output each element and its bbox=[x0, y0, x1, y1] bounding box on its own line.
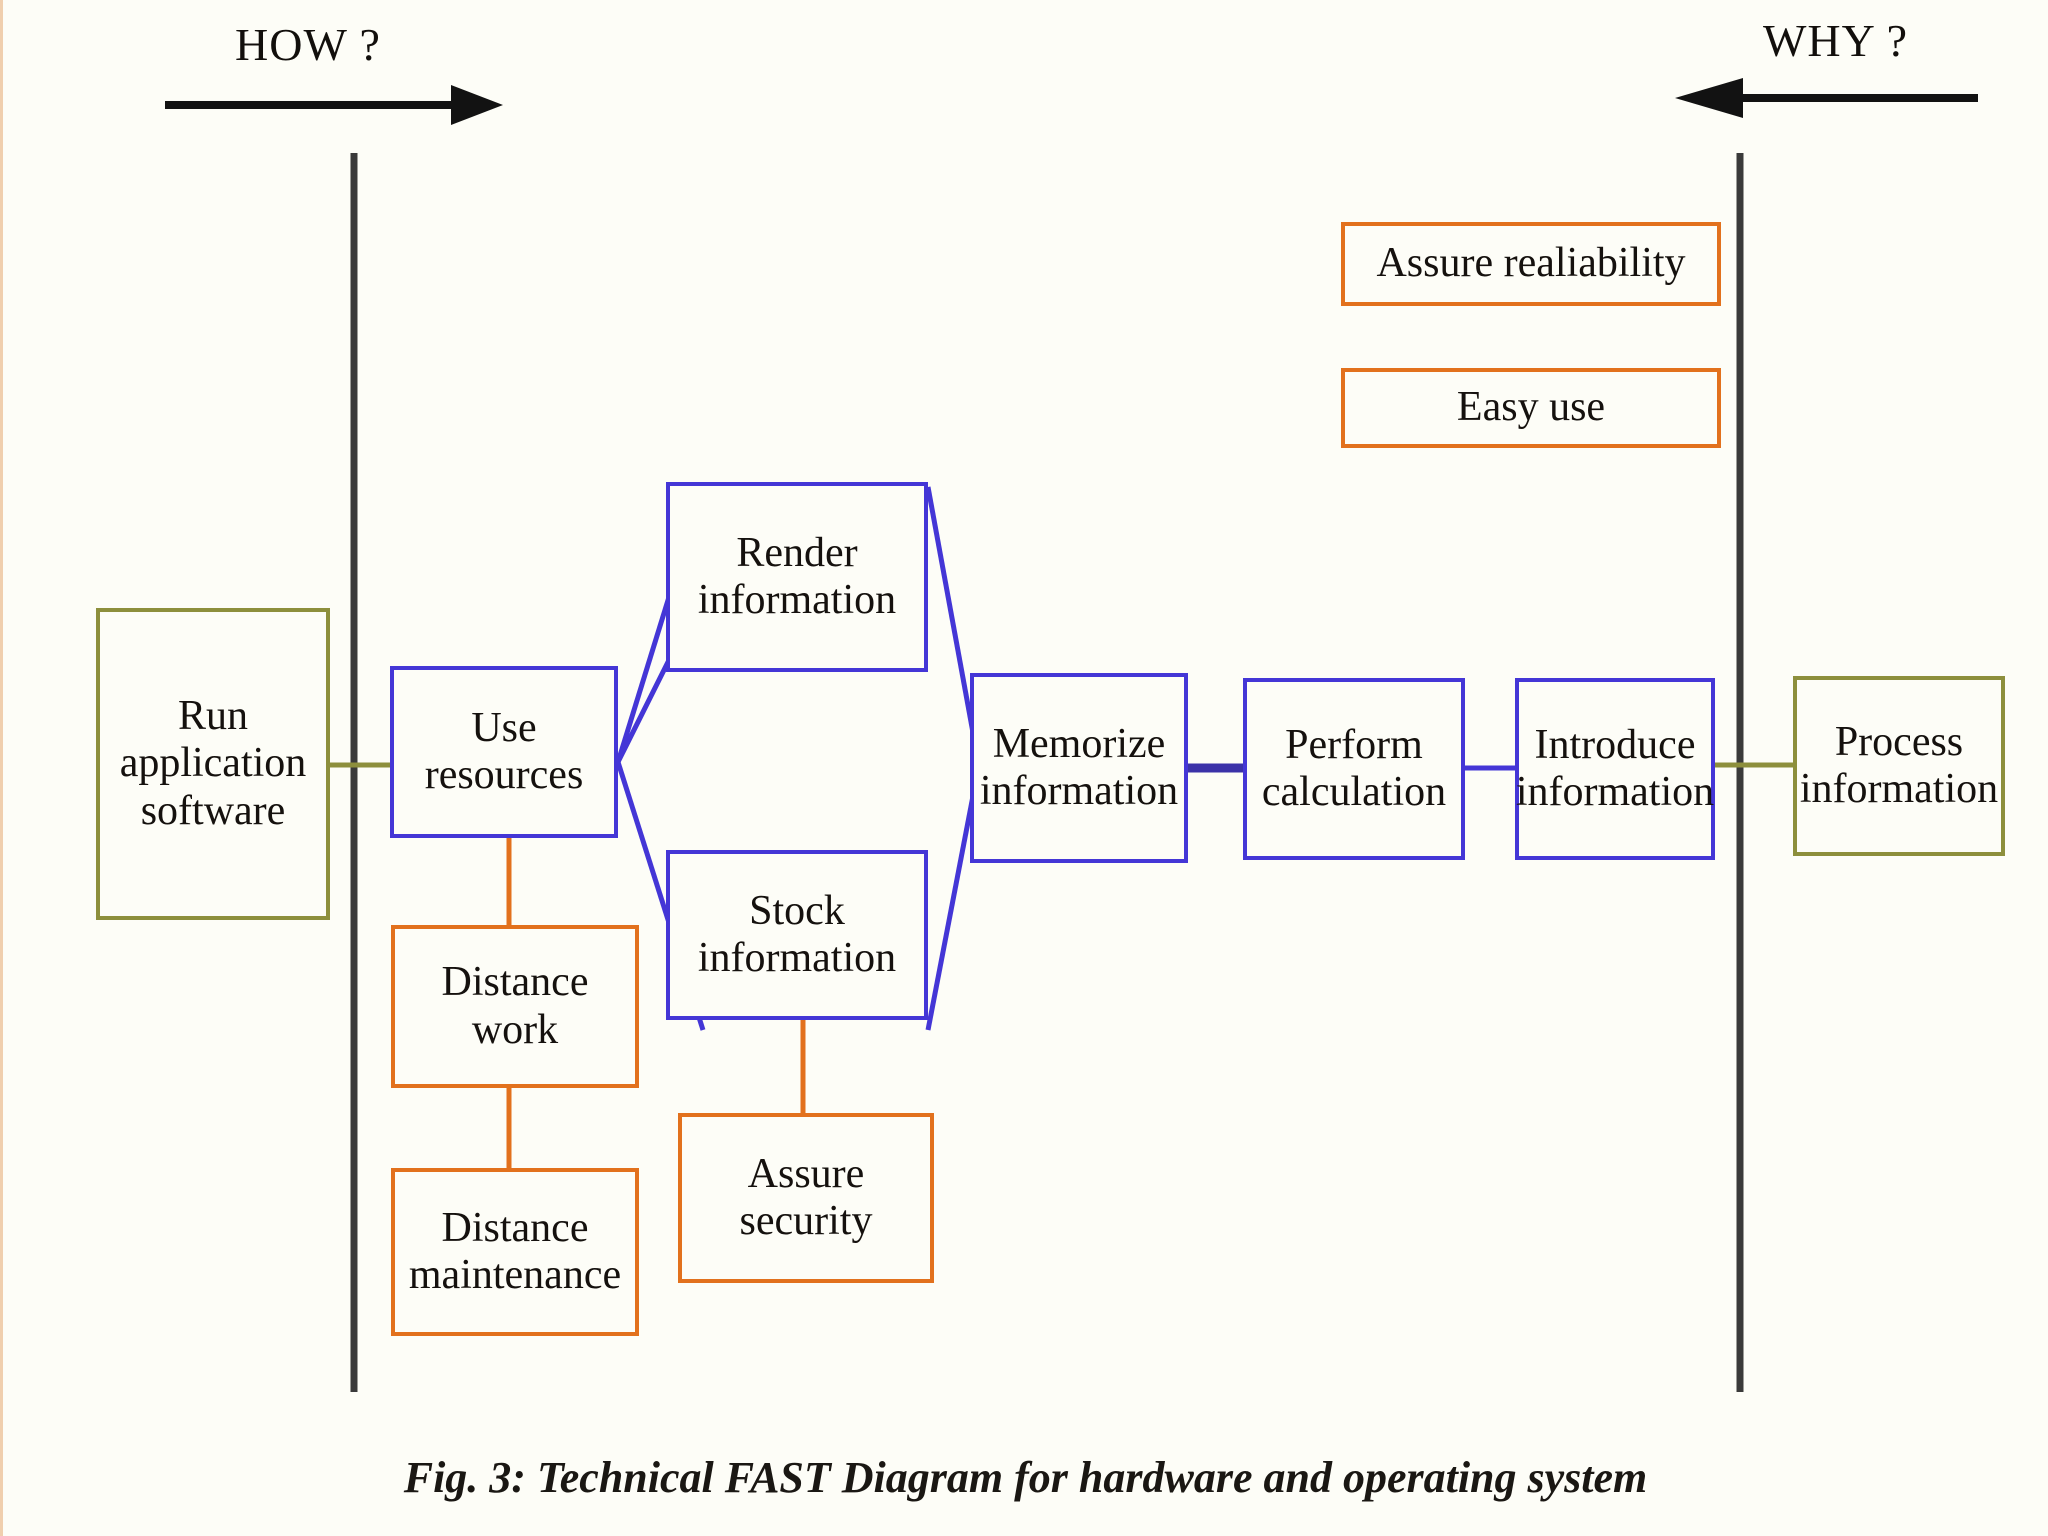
link-use-to-render bbox=[615, 658, 672, 764]
how-arrow-icon bbox=[165, 85, 503, 125]
link-stock-to-memorize bbox=[925, 769, 981, 1031]
node-easy-use[interactable]: Easy use bbox=[1341, 368, 1721, 448]
why-label: WHY ? bbox=[1763, 15, 1909, 66]
link-render-to-memorize bbox=[925, 486, 981, 761]
node-assure-realiability[interactable]: Assure realiability bbox=[1341, 222, 1721, 306]
why-arrow-icon bbox=[1675, 78, 1978, 118]
how-label: HOW ? bbox=[235, 19, 381, 70]
connector-layer bbox=[165, 78, 1978, 1392]
figure-caption: Fig. 3: Technical FAST Diagram for hardw… bbox=[403, 1453, 1648, 1502]
